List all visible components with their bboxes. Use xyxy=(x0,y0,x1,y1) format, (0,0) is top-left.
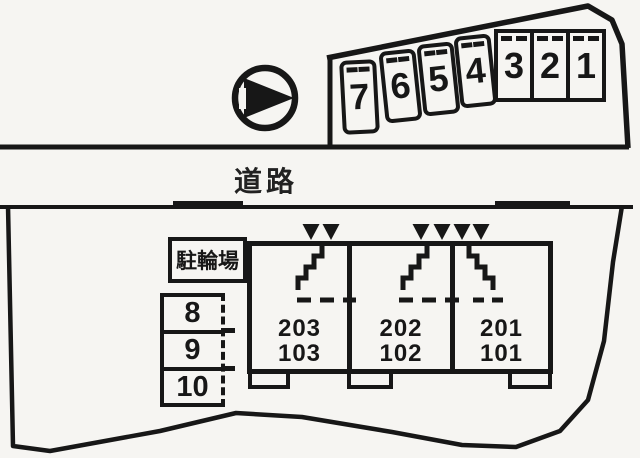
direction-arrow-triangle xyxy=(244,78,294,118)
site-boundary-line xyxy=(5,205,625,454)
direction-arrow-circle xyxy=(231,64,299,132)
parking-space-3: 3 xyxy=(498,33,530,98)
down-triangle-icon xyxy=(412,224,430,240)
parking-column-8-10: 8 9 10 xyxy=(160,293,225,407)
unit-upper-label: 202 xyxy=(379,315,423,342)
divider-tick xyxy=(221,328,235,333)
parking-space-label: 6 xyxy=(388,64,413,107)
parking-space-9: 9 xyxy=(164,330,221,367)
unit-lower-label: 101 xyxy=(479,340,524,367)
parking-space-10: 10 xyxy=(164,367,221,404)
parking-space-label: 4 xyxy=(463,49,488,92)
unit-label-201-101: 201 101 xyxy=(455,316,548,366)
down-triangle-icon xyxy=(453,224,471,240)
parking-space-7: 7 xyxy=(339,59,380,135)
bicycle-parking-box: 駐輪場 xyxy=(168,237,247,283)
parking-space-label: 8 xyxy=(184,297,201,329)
building-outline: 203 103 202 102 201 101 xyxy=(247,241,553,374)
parking-space-6: 6 xyxy=(378,48,423,124)
down-triangle-icon xyxy=(302,224,320,240)
entrance-step-tab xyxy=(508,374,552,389)
parking-space-label: 9 xyxy=(184,334,201,366)
parking-space-label: 1 xyxy=(575,44,597,86)
stairs-icon xyxy=(295,243,325,290)
parking-space-1: 1 xyxy=(566,33,602,98)
stairs-icon xyxy=(466,243,496,290)
entrance-step-tab xyxy=(248,374,290,389)
entrance-markers xyxy=(302,224,490,240)
unit-upper-label: 201 xyxy=(479,315,524,342)
divider-tick xyxy=(221,366,235,371)
down-triangle-icon xyxy=(433,224,451,240)
carport-block-1-3: 3 2 1 xyxy=(494,29,606,102)
unit-label-202-102: 202 102 xyxy=(352,316,450,366)
down-triangle-icon xyxy=(322,224,340,240)
parking-space-5: 5 xyxy=(416,41,461,117)
parking-space-4: 4 xyxy=(453,33,498,109)
parking-space-label: 2 xyxy=(539,44,561,86)
parking-space-label: 10 xyxy=(176,371,209,403)
down-triangle-icon xyxy=(472,224,490,240)
carport-roof-line xyxy=(326,3,631,149)
building-divider xyxy=(347,246,352,369)
unit-lower-label: 102 xyxy=(379,340,423,367)
direction-arrow-notch xyxy=(239,88,246,109)
bicycle-parking-label: 駐輪場 xyxy=(176,250,239,273)
parking-space-label: 7 xyxy=(348,75,371,118)
entrance-step-tab xyxy=(347,374,393,389)
stairs-icon xyxy=(400,243,430,290)
direction-arrow-icon xyxy=(231,64,299,132)
parking-space-2: 2 xyxy=(530,33,566,98)
unit-lower-label: 103 xyxy=(277,340,322,367)
unit-label-203-103: 203 103 xyxy=(252,316,347,366)
parking-space-label: 5 xyxy=(426,57,451,100)
road-label: 道路 xyxy=(233,166,298,197)
building-divider xyxy=(450,246,455,369)
unit-upper-label: 203 xyxy=(277,315,322,342)
parking-space-8: 8 xyxy=(164,297,221,330)
parking-space-label: 3 xyxy=(503,44,525,86)
